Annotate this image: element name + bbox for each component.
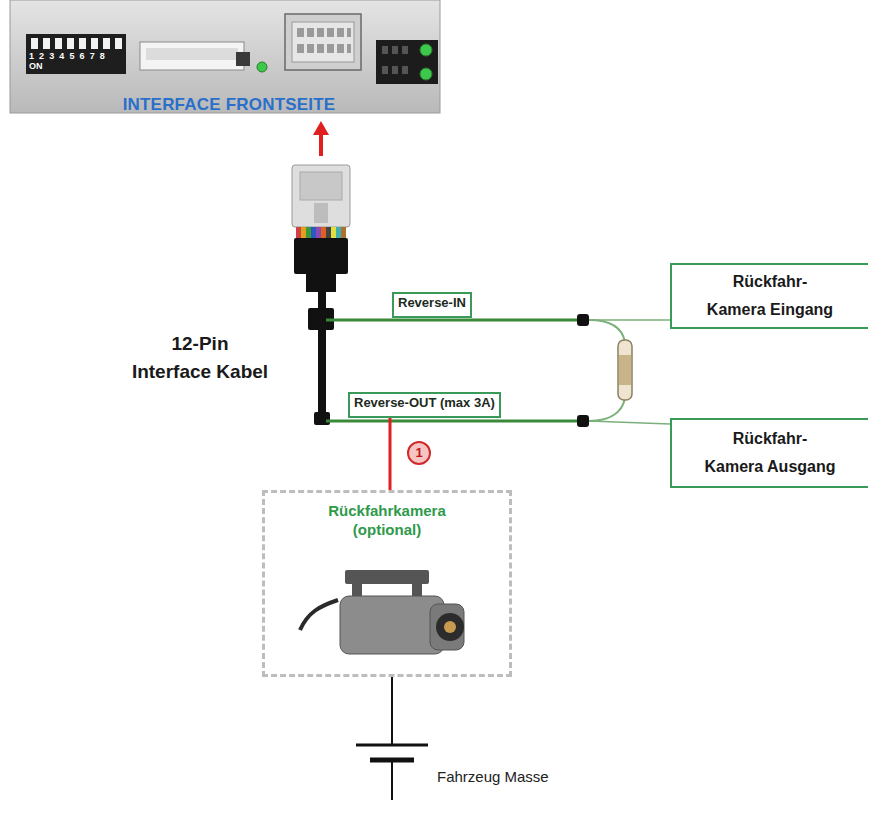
- arrow-head: [313, 121, 329, 135]
- ground-plate: [356, 744, 428, 747]
- node-text: Reverse-OUT (max 3A): [354, 395, 495, 410]
- socket-12pin: [285, 14, 361, 70]
- terminal-box: Rückfahr- Kamera Ausgang: [670, 418, 868, 488]
- plug-boot-neck: [306, 274, 336, 292]
- ground-wire: [391, 760, 393, 800]
- dip-levers: [31, 38, 122, 49]
- camera-out-lead: [589, 421, 670, 424]
- socket-inner: [292, 22, 354, 62]
- black-connector: [376, 40, 438, 84]
- dip-on-mark: ON: [29, 61, 43, 71]
- signal-tag: Reverse-OUT (max 3A): [348, 392, 501, 418]
- camera-cable: [300, 600, 338, 630]
- camera-front: [430, 604, 464, 650]
- connector-latch: [236, 52, 250, 66]
- plug-boot: [294, 238, 348, 274]
- dip-switch: [26, 34, 126, 74]
- socket-pins: [297, 28, 351, 53]
- reverse-out-wire: [326, 420, 583, 423]
- optional-camera-box: Rückfahrkamera (optional): [262, 490, 512, 677]
- ground-label: Fahrzeug Masse: [437, 768, 549, 785]
- led: [420, 68, 432, 80]
- plug-latch: [314, 203, 328, 223]
- node-text: Rückfahr- Kamera Ausgang: [703, 425, 838, 481]
- black-connector-pins: [382, 46, 408, 74]
- node-text: Rückfahrkamera (optional): [322, 501, 452, 539]
- node-text: Rückfahr- Kamera Eingang: [703, 268, 838, 324]
- fuse-element: [619, 355, 631, 385]
- plug-arrow: [319, 132, 323, 156]
- plug-housing: [292, 165, 350, 227]
- camera-bracket: [345, 570, 429, 584]
- fuse-lead: [589, 398, 625, 421]
- signal-tag: Reverse-IN: [392, 292, 472, 318]
- node-text: INTERFACE FRONTSEITE: [10, 95, 448, 115]
- callout-number: 1: [407, 441, 431, 465]
- node-text: Reverse-IN: [398, 295, 466, 310]
- cable-end: [314, 412, 330, 425]
- camera-body: [340, 596, 444, 654]
- led: [257, 62, 267, 72]
- camera-lens: [436, 613, 464, 641]
- plug-wires: [296, 227, 346, 239]
- fuse-lead: [589, 320, 625, 342]
- wire-connector: [577, 415, 589, 427]
- plug-face: [300, 172, 342, 200]
- terminal-box: Rückfahr- Kamera Eingang: [670, 263, 868, 329]
- cable-label: 12-Pin Interface Kabel: [130, 330, 270, 386]
- white-connector: [140, 42, 244, 70]
- reverse-in-wire: [326, 319, 583, 322]
- camera-lens-glass: [444, 621, 456, 633]
- inline-fuse: [618, 340, 632, 400]
- dip-numbers: 12345678: [29, 51, 110, 61]
- connector-slot: [146, 48, 238, 60]
- led: [420, 44, 432, 56]
- ground-wire: [391, 677, 393, 745]
- camera-feed-line: [389, 418, 392, 490]
- wire-connector: [577, 314, 589, 326]
- camera-in-lead: [589, 319, 670, 321]
